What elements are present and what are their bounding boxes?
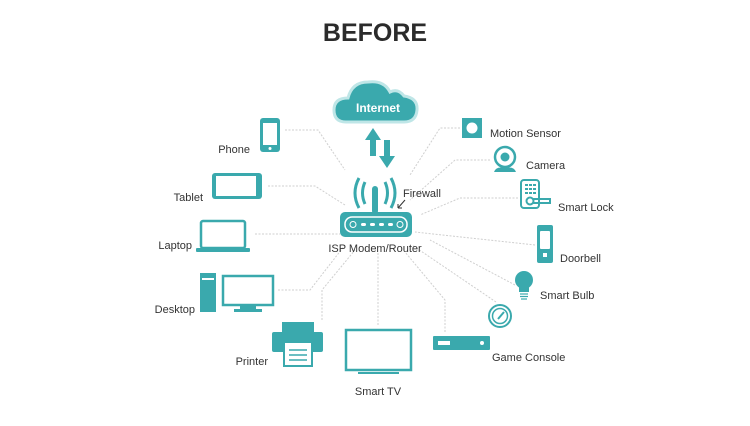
doorbell-label: Doorbell (560, 253, 601, 265)
motion-sensor-label: Motion Sensor (490, 128, 561, 140)
device-tablet: Tablet (174, 173, 262, 204)
diagram-title: BEFORE (323, 19, 427, 47)
device-smart-tv: Smart TV (344, 328, 413, 398)
tablet-label: Tablet (174, 192, 203, 204)
smart-tv-label: Smart TV (355, 386, 402, 398)
desktop-label: Desktop (155, 304, 195, 316)
device-smart-bulb: Smart Bulb (515, 271, 594, 302)
connector-lines (255, 127, 536, 332)
game-console-label: Game Console (492, 352, 565, 364)
cloud-label: Internet (356, 101, 400, 115)
smart-bulb-label: Smart Bulb (540, 290, 594, 302)
device-laptop: Laptop (158, 219, 250, 252)
phone-label: Phone (218, 144, 250, 156)
router-label: ISP Modem/Router (328, 243, 422, 255)
up-down-arrows-icon (365, 128, 395, 168)
device-camera: Camera (493, 145, 566, 172)
router-icon (340, 177, 412, 237)
firewall-pointer-icon (397, 199, 406, 209)
camera-label: Camera (526, 160, 566, 172)
internet-cloud: Internet (332, 80, 419, 124)
device-smart-lock: Smart Lock (520, 179, 614, 214)
printer-label: Printer (236, 356, 269, 368)
gauge-icon (488, 304, 512, 328)
device-game-console: Game Console (433, 336, 565, 364)
device-printer: Printer (236, 322, 323, 368)
device-desktop: Desktop (155, 273, 275, 316)
firewall-label: Firewall (403, 188, 441, 200)
device-doorbell: Doorbell (537, 225, 601, 265)
smart-lock-label: Smart Lock (558, 202, 614, 214)
device-phone: Phone (218, 118, 280, 156)
device-motion-sensor: Motion Sensor (462, 118, 561, 140)
laptop-label: Laptop (158, 240, 192, 252)
